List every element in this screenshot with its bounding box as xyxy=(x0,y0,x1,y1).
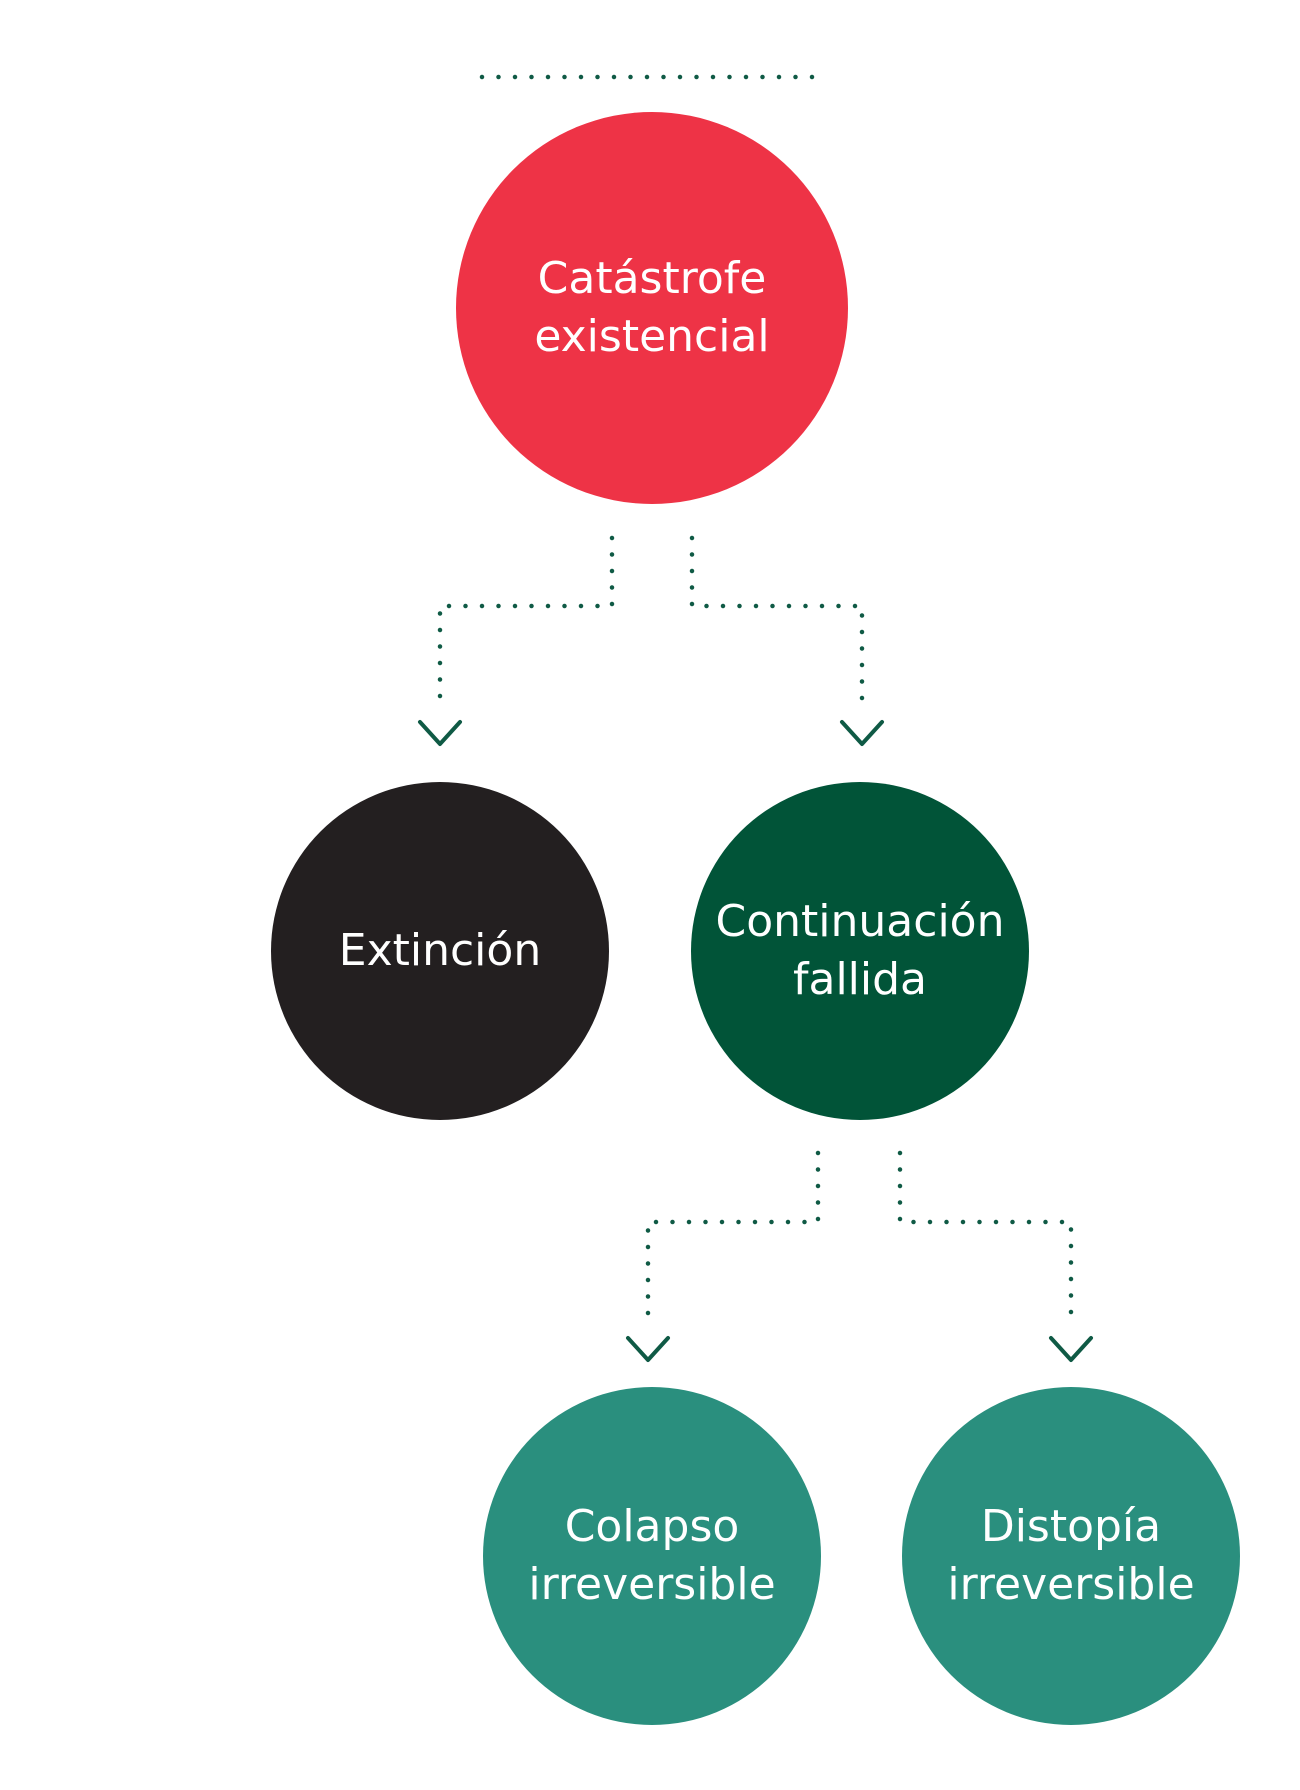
node-label-line-1: Colapso xyxy=(564,1501,740,1552)
node-extincion: Extinción xyxy=(271,782,609,1120)
node-continuacion-fallida: Continuación fallida xyxy=(691,782,1029,1120)
node-label-line-1: Continuación xyxy=(715,896,1005,947)
connector-continuacion-to-colapso xyxy=(645,1150,821,1331)
node-distopia-irreversible: Distopía irreversible xyxy=(902,1387,1240,1725)
arrowhead-colapso xyxy=(626,1336,670,1362)
arrowhead-continuacion xyxy=(840,720,884,746)
arrowhead-extincion xyxy=(418,720,462,746)
node-label-line-2: existencial xyxy=(534,311,770,362)
node-catastrofe-existencial: Catástrofe existencial xyxy=(456,112,848,504)
connector-continuacion-to-distopia xyxy=(897,1150,1074,1331)
connector-root-to-continuacion xyxy=(689,535,865,715)
node-label-line-2: fallida xyxy=(792,954,928,1005)
node-label-line-1: Catástrofe xyxy=(537,253,767,304)
node-label-line-1: Distopía xyxy=(980,1501,1162,1552)
arrowhead-distopia xyxy=(1049,1336,1093,1362)
node-label-line-1: Extinción xyxy=(338,925,542,976)
node-label-line-2: irreversible xyxy=(947,1559,1195,1610)
connector-root-to-extincion xyxy=(437,535,615,715)
node-colapso-irreversible: Colapso irreversible xyxy=(483,1387,821,1725)
node-label-line-2: irreversible xyxy=(528,1559,776,1610)
